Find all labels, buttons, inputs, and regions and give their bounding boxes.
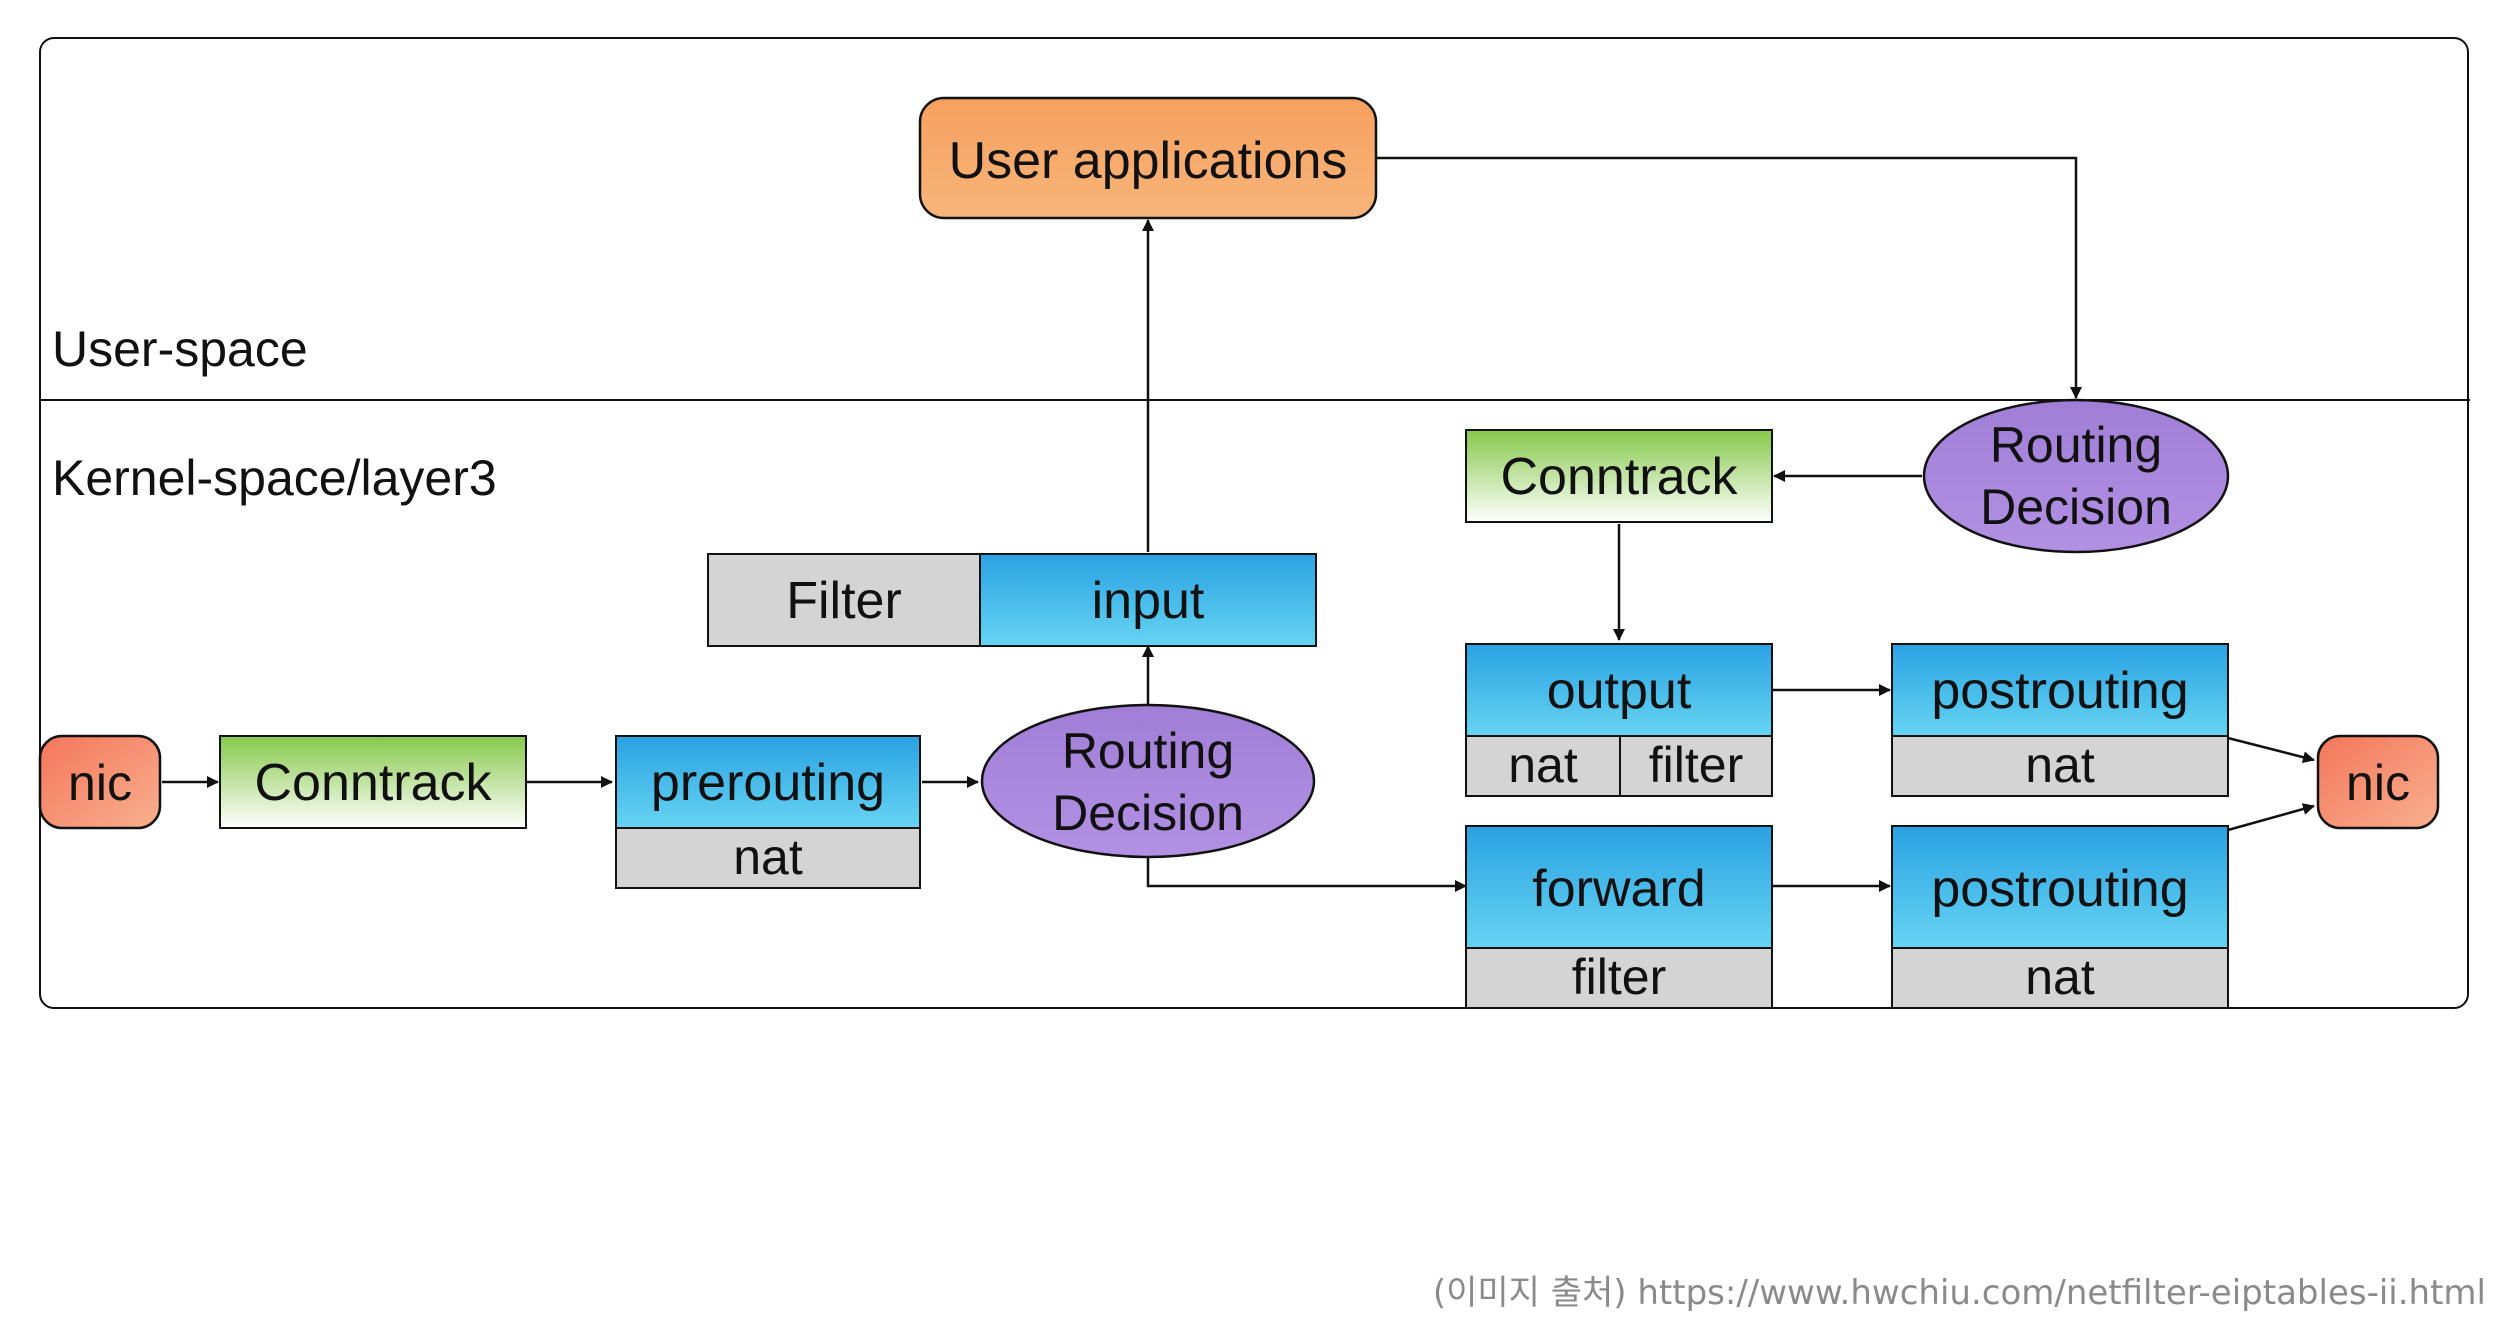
output-filter-box xyxy=(1619,735,1773,797)
diagram-frame xyxy=(39,37,2469,1009)
output-box xyxy=(1465,643,1773,737)
postrouting-1-nat-box xyxy=(1891,735,2229,797)
routing-decision-in xyxy=(980,703,1316,859)
routing-decision-in-line1: Routing xyxy=(1062,723,1234,779)
prerouting-label: prerouting xyxy=(651,754,885,812)
forward-filter-box xyxy=(1465,947,1773,1009)
postrouting-2-nat-label: nat xyxy=(2025,949,2095,1005)
arrow-user-apps-to-routing xyxy=(1376,156,2082,399)
routing-decision-out xyxy=(1922,398,2230,554)
nic-in-label: nic xyxy=(68,755,132,811)
input-label: input xyxy=(1092,572,1205,630)
output-label: output xyxy=(1547,662,1692,720)
conntrack-in-box xyxy=(219,735,527,829)
output-filter-label: filter xyxy=(1649,737,1743,793)
connectors xyxy=(162,156,2315,892)
prerouting-nat-label: nat xyxy=(733,829,803,885)
output-nat-box xyxy=(1465,735,1621,797)
image-source-caption: (이미지 출처) https://www.hwchiu.com/netfilte… xyxy=(1432,1273,2486,1313)
user-applications-label: User applications xyxy=(949,132,1348,190)
nic-out-box xyxy=(2316,734,2440,830)
arrow-routing-to-forward xyxy=(1146,856,1467,892)
postrouting-2-label: postrouting xyxy=(1931,860,2188,918)
conntrack-out-label: Conntrack xyxy=(1501,448,1739,506)
conntrack-in-label: Conntrack xyxy=(255,754,493,812)
forward-box xyxy=(1465,825,1773,949)
user-space-label: User-space xyxy=(52,321,308,377)
nic-out-label: nic xyxy=(2346,755,2410,811)
nic-in-box xyxy=(38,734,162,830)
forward-filter-label: filter xyxy=(1572,949,1666,1005)
filter-label: Filter xyxy=(786,572,902,630)
prerouting-box xyxy=(615,735,921,829)
postrouting-1-nat-label: nat xyxy=(2025,737,2095,793)
routing-decision-out-line1: Routing xyxy=(1990,417,2162,473)
routing-decision-out-line2: Decision xyxy=(1980,479,2172,535)
arrow-postrouting2-to-nic xyxy=(2227,803,2315,832)
routing-decision-in-line2: Decision xyxy=(1052,785,1244,841)
postrouting-1-box xyxy=(1891,643,2229,737)
conntrack-out-box xyxy=(1465,429,1773,523)
postrouting-1-label: postrouting xyxy=(1931,662,2188,720)
forward-label: forward xyxy=(1532,860,1705,918)
arrow-postrouting1-to-nic xyxy=(2227,736,2315,764)
kernel-space-label: Kernel-space/layer3 xyxy=(52,450,497,506)
input-box xyxy=(979,553,1317,647)
prerouting-nat-box xyxy=(615,827,921,889)
postrouting-2-nat-box xyxy=(1891,947,2229,1009)
output-nat-label: nat xyxy=(1508,737,1578,793)
postrouting-2-box xyxy=(1891,825,2229,949)
user-applications-box xyxy=(918,96,1378,220)
